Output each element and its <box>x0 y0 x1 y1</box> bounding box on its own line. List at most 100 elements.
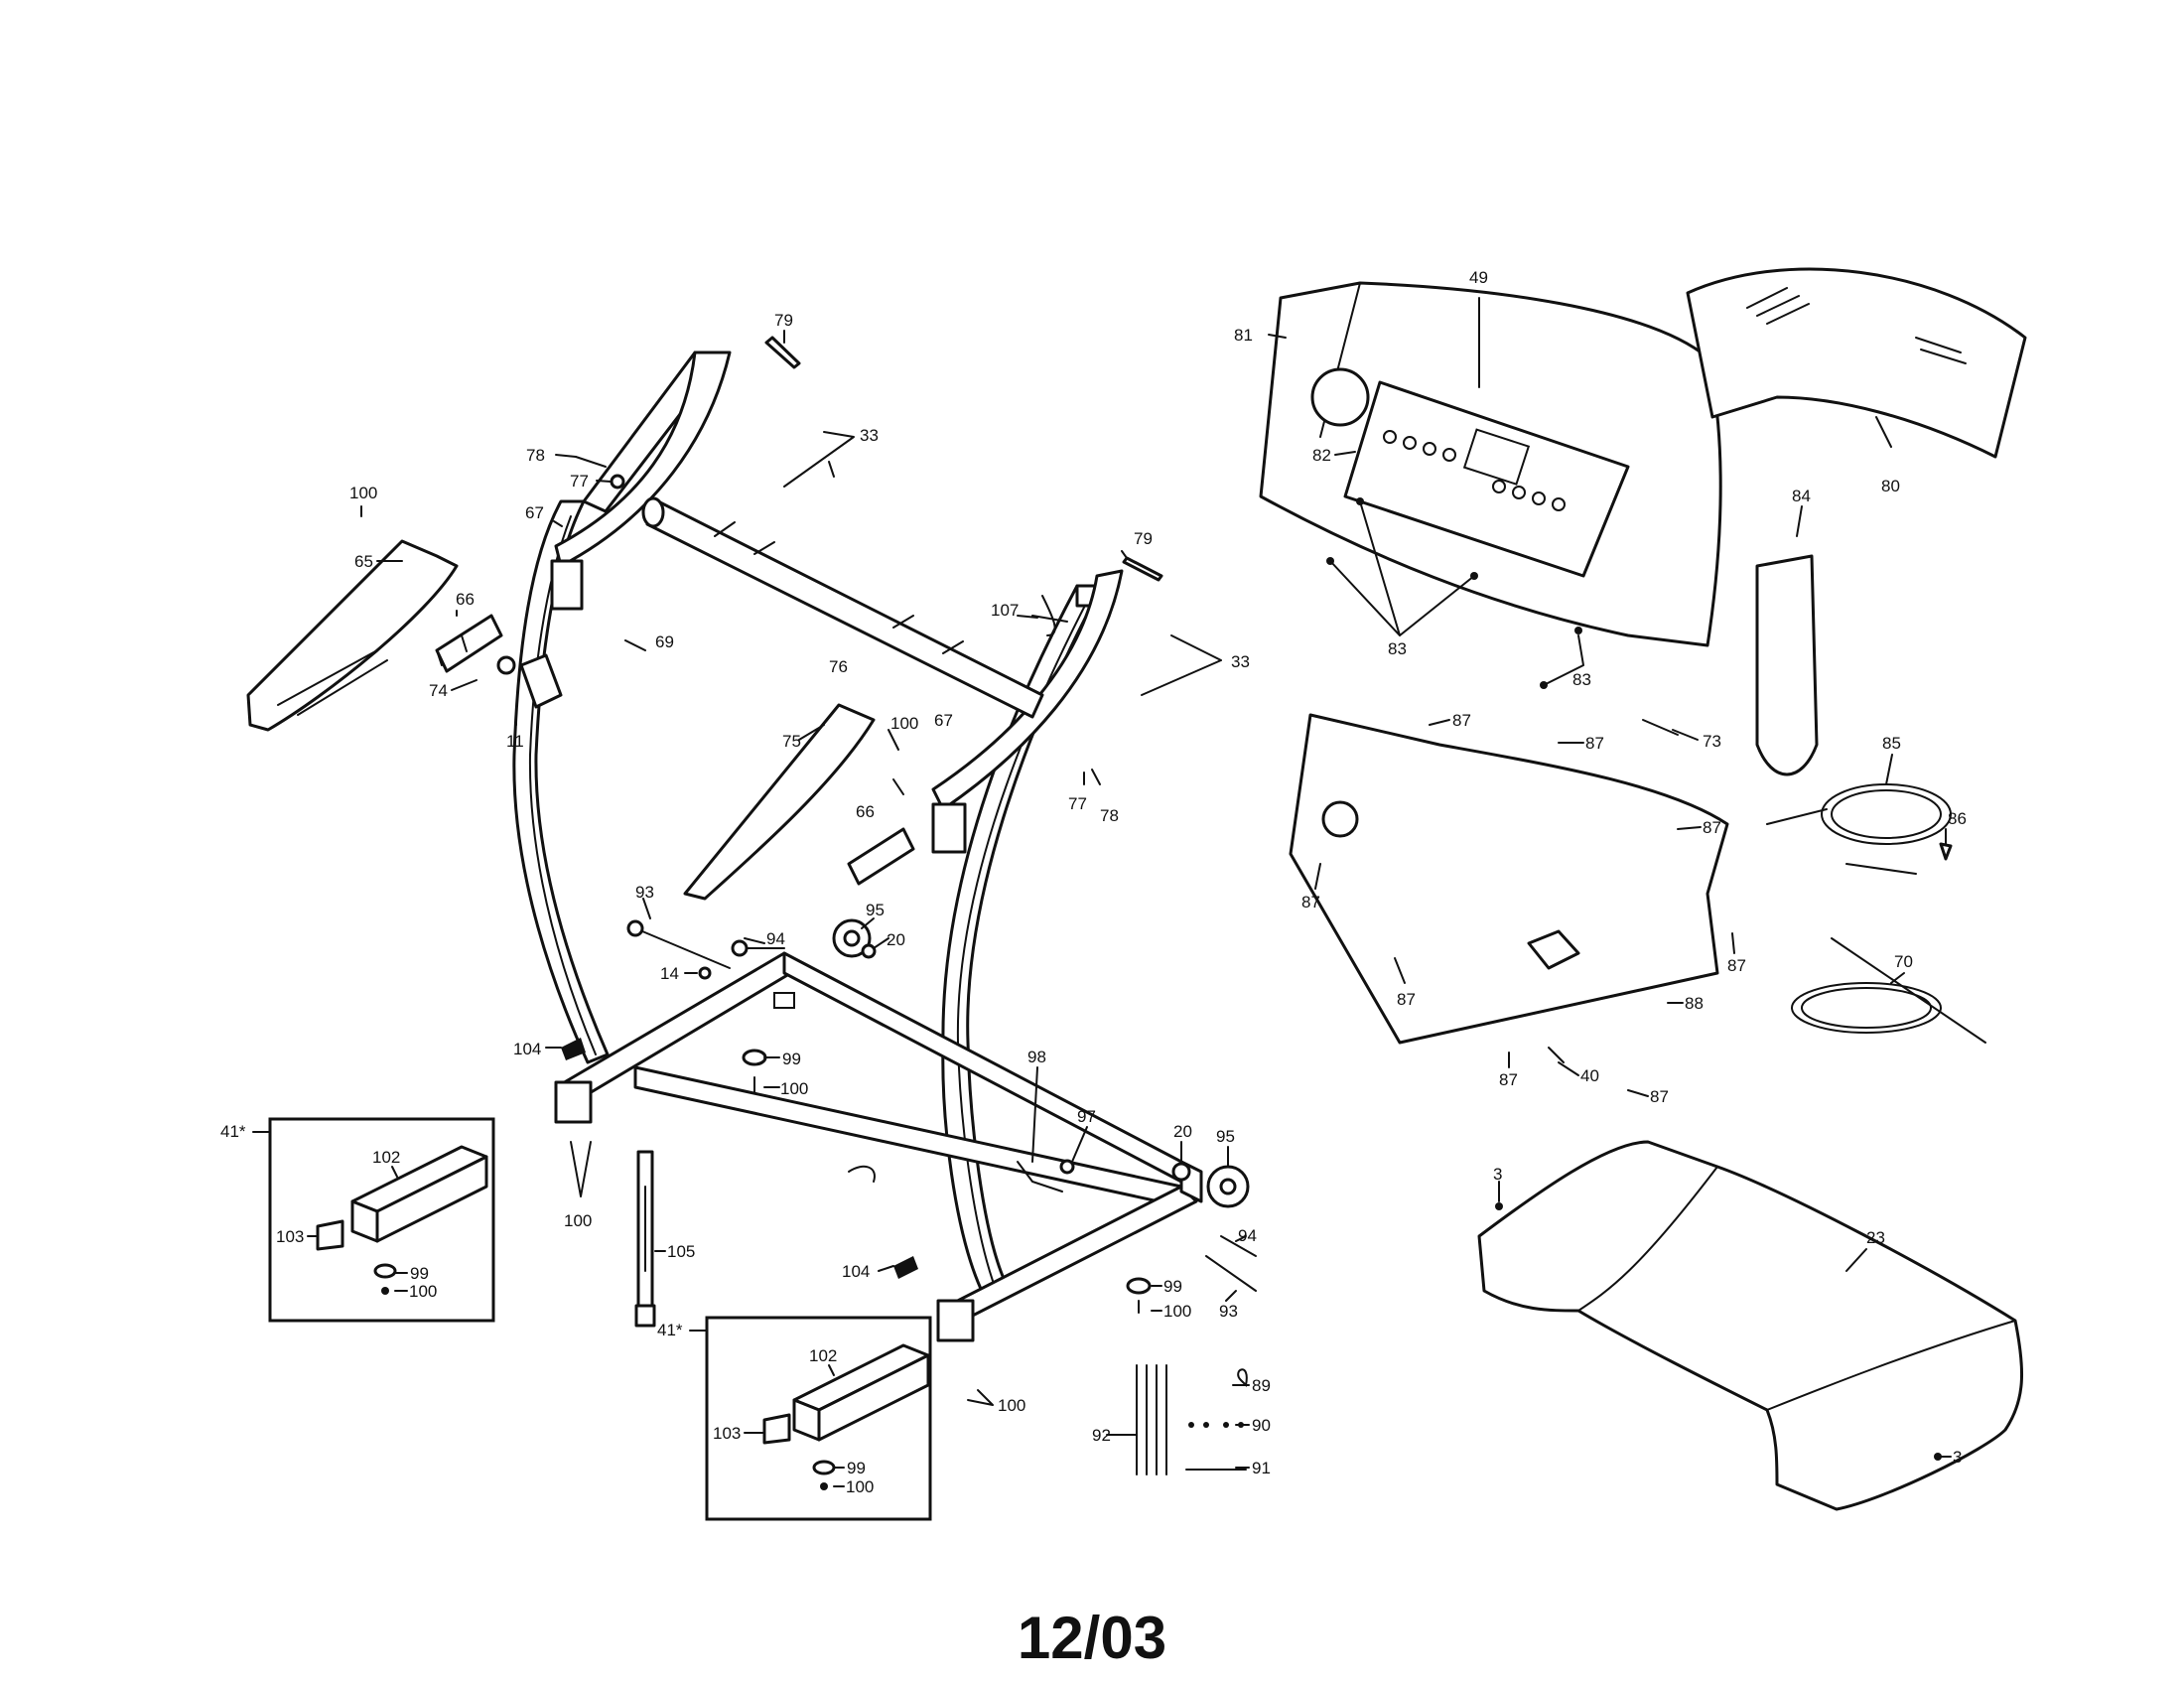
part-label: 87 <box>1301 893 1320 912</box>
part-label: 33 <box>860 426 879 445</box>
handle-grip-right <box>683 703 876 901</box>
part-label: 83 <box>1388 639 1407 658</box>
part-label: 91 <box>1252 1459 1271 1477</box>
bolt <box>575 456 607 468</box>
part-label: 49 <box>1469 268 1488 287</box>
ribbon-cable <box>1791 982 1942 1034</box>
part-label: 100 <box>1163 1302 1191 1321</box>
handle-insert-left <box>435 614 503 673</box>
motor-hood-panel <box>1289 713 1729 1045</box>
part-label: 83 <box>1572 670 1591 689</box>
part-label: 103 <box>276 1227 304 1246</box>
part-label: 90 <box>1252 1416 1271 1435</box>
part-label: 77 <box>570 472 589 491</box>
part-label: 100 <box>890 714 918 733</box>
part-label: 67 <box>934 711 953 730</box>
part-label: 3 <box>1493 1165 1502 1184</box>
part-label: 11 <box>506 732 524 751</box>
part-label: 78 <box>1100 806 1119 825</box>
part-label: 23 <box>1866 1228 1885 1247</box>
part-label: 107 <box>991 601 1019 620</box>
part-label: 75 <box>782 732 801 751</box>
part-label: 88 <box>1685 994 1704 1013</box>
part-label: 81 <box>1234 326 1253 345</box>
tie-rods <box>1136 1364 1167 1475</box>
crossbar <box>641 496 1044 719</box>
console-overlay <box>1343 380 1630 578</box>
switch <box>1017 1161 1063 1193</box>
part-label: 98 <box>1027 1048 1046 1066</box>
part-label: 14 <box>660 964 679 983</box>
part-label: 77 <box>1068 794 1087 813</box>
handle-cap <box>764 336 801 369</box>
part-number-labels: 100 65 78 77 67 79 33 66 74 11 69 76 75 … <box>220 268 1967 1496</box>
long-bolt <box>634 927 731 969</box>
part-label: 100 <box>564 1211 592 1230</box>
inset-box-left <box>268 1117 495 1323</box>
part-label: 104 <box>513 1040 541 1058</box>
foot-pad <box>742 1049 767 1066</box>
part-label: 87 <box>1585 734 1604 753</box>
part-label: 69 <box>655 632 674 651</box>
part-label: 41* <box>220 1122 246 1141</box>
part-label: 92 <box>1092 1426 1111 1445</box>
part-label: 66 <box>856 802 875 821</box>
handle-grip-left <box>246 539 459 732</box>
part-label: 3 <box>1953 1448 1962 1467</box>
part-label: 84 <box>1792 487 1811 505</box>
part-label: 87 <box>1650 1087 1669 1106</box>
part-label: 87 <box>1703 818 1721 837</box>
part-label: 99 <box>782 1050 801 1068</box>
part-label: 93 <box>635 883 654 902</box>
part-label: 67 <box>525 503 544 522</box>
part-label: 87 <box>1727 956 1746 975</box>
part-label: 78 <box>526 446 545 465</box>
part-label: 86 <box>1948 809 1967 828</box>
part-label: 82 <box>1312 446 1331 465</box>
part-label: 20 <box>1173 1122 1192 1141</box>
footer-code: 12/03 <box>1018 1605 1166 1671</box>
part-label: 65 <box>354 552 373 571</box>
leader-lines <box>252 297 1952 1487</box>
bracket <box>519 653 563 709</box>
part-label: 94 <box>766 929 785 948</box>
upright-frame <box>512 351 1124 1291</box>
part-label: 100 <box>349 484 377 502</box>
clip <box>1642 719 1679 736</box>
part-label: 102 <box>372 1148 400 1167</box>
cable-coil <box>1821 783 1952 845</box>
part-label: 80 <box>1881 477 1900 495</box>
wire <box>1031 595 1068 636</box>
part-label: 94 <box>1238 1226 1257 1245</box>
part-label: 33 <box>1231 652 1250 671</box>
part-label: 100 <box>409 1282 437 1301</box>
part-label: 87 <box>1397 990 1416 1009</box>
part-label: 79 <box>774 311 793 330</box>
part-label: 105 <box>667 1242 695 1261</box>
part-label: 41* <box>657 1321 683 1339</box>
part-label: 87 <box>1499 1070 1518 1089</box>
part-label: 104 <box>842 1262 870 1281</box>
part-label: 100 <box>780 1079 808 1098</box>
part-label: 97 <box>1077 1107 1096 1126</box>
part-label: 85 <box>1882 734 1901 753</box>
inset-box-right <box>705 1316 932 1521</box>
part-label: 73 <box>1703 732 1721 751</box>
warning-label <box>561 1038 586 1060</box>
part-label: 100 <box>846 1477 874 1496</box>
part-label: 74 <box>429 681 448 700</box>
part-label: 76 <box>829 657 848 676</box>
console-cover <box>1686 267 2027 459</box>
strap <box>1755 554 1819 776</box>
part-label: 93 <box>1219 1302 1238 1321</box>
part-label: 103 <box>713 1424 741 1443</box>
part-label: 89 <box>1252 1376 1271 1395</box>
part-label: 20 <box>887 930 905 949</box>
part-label: 87 <box>1452 711 1471 730</box>
part-label: 66 <box>456 590 475 609</box>
part-label: 99 <box>1163 1277 1182 1296</box>
part-label: 100 <box>998 1396 1025 1415</box>
part-label: 102 <box>809 1346 837 1365</box>
part-label: 99 <box>410 1264 429 1283</box>
